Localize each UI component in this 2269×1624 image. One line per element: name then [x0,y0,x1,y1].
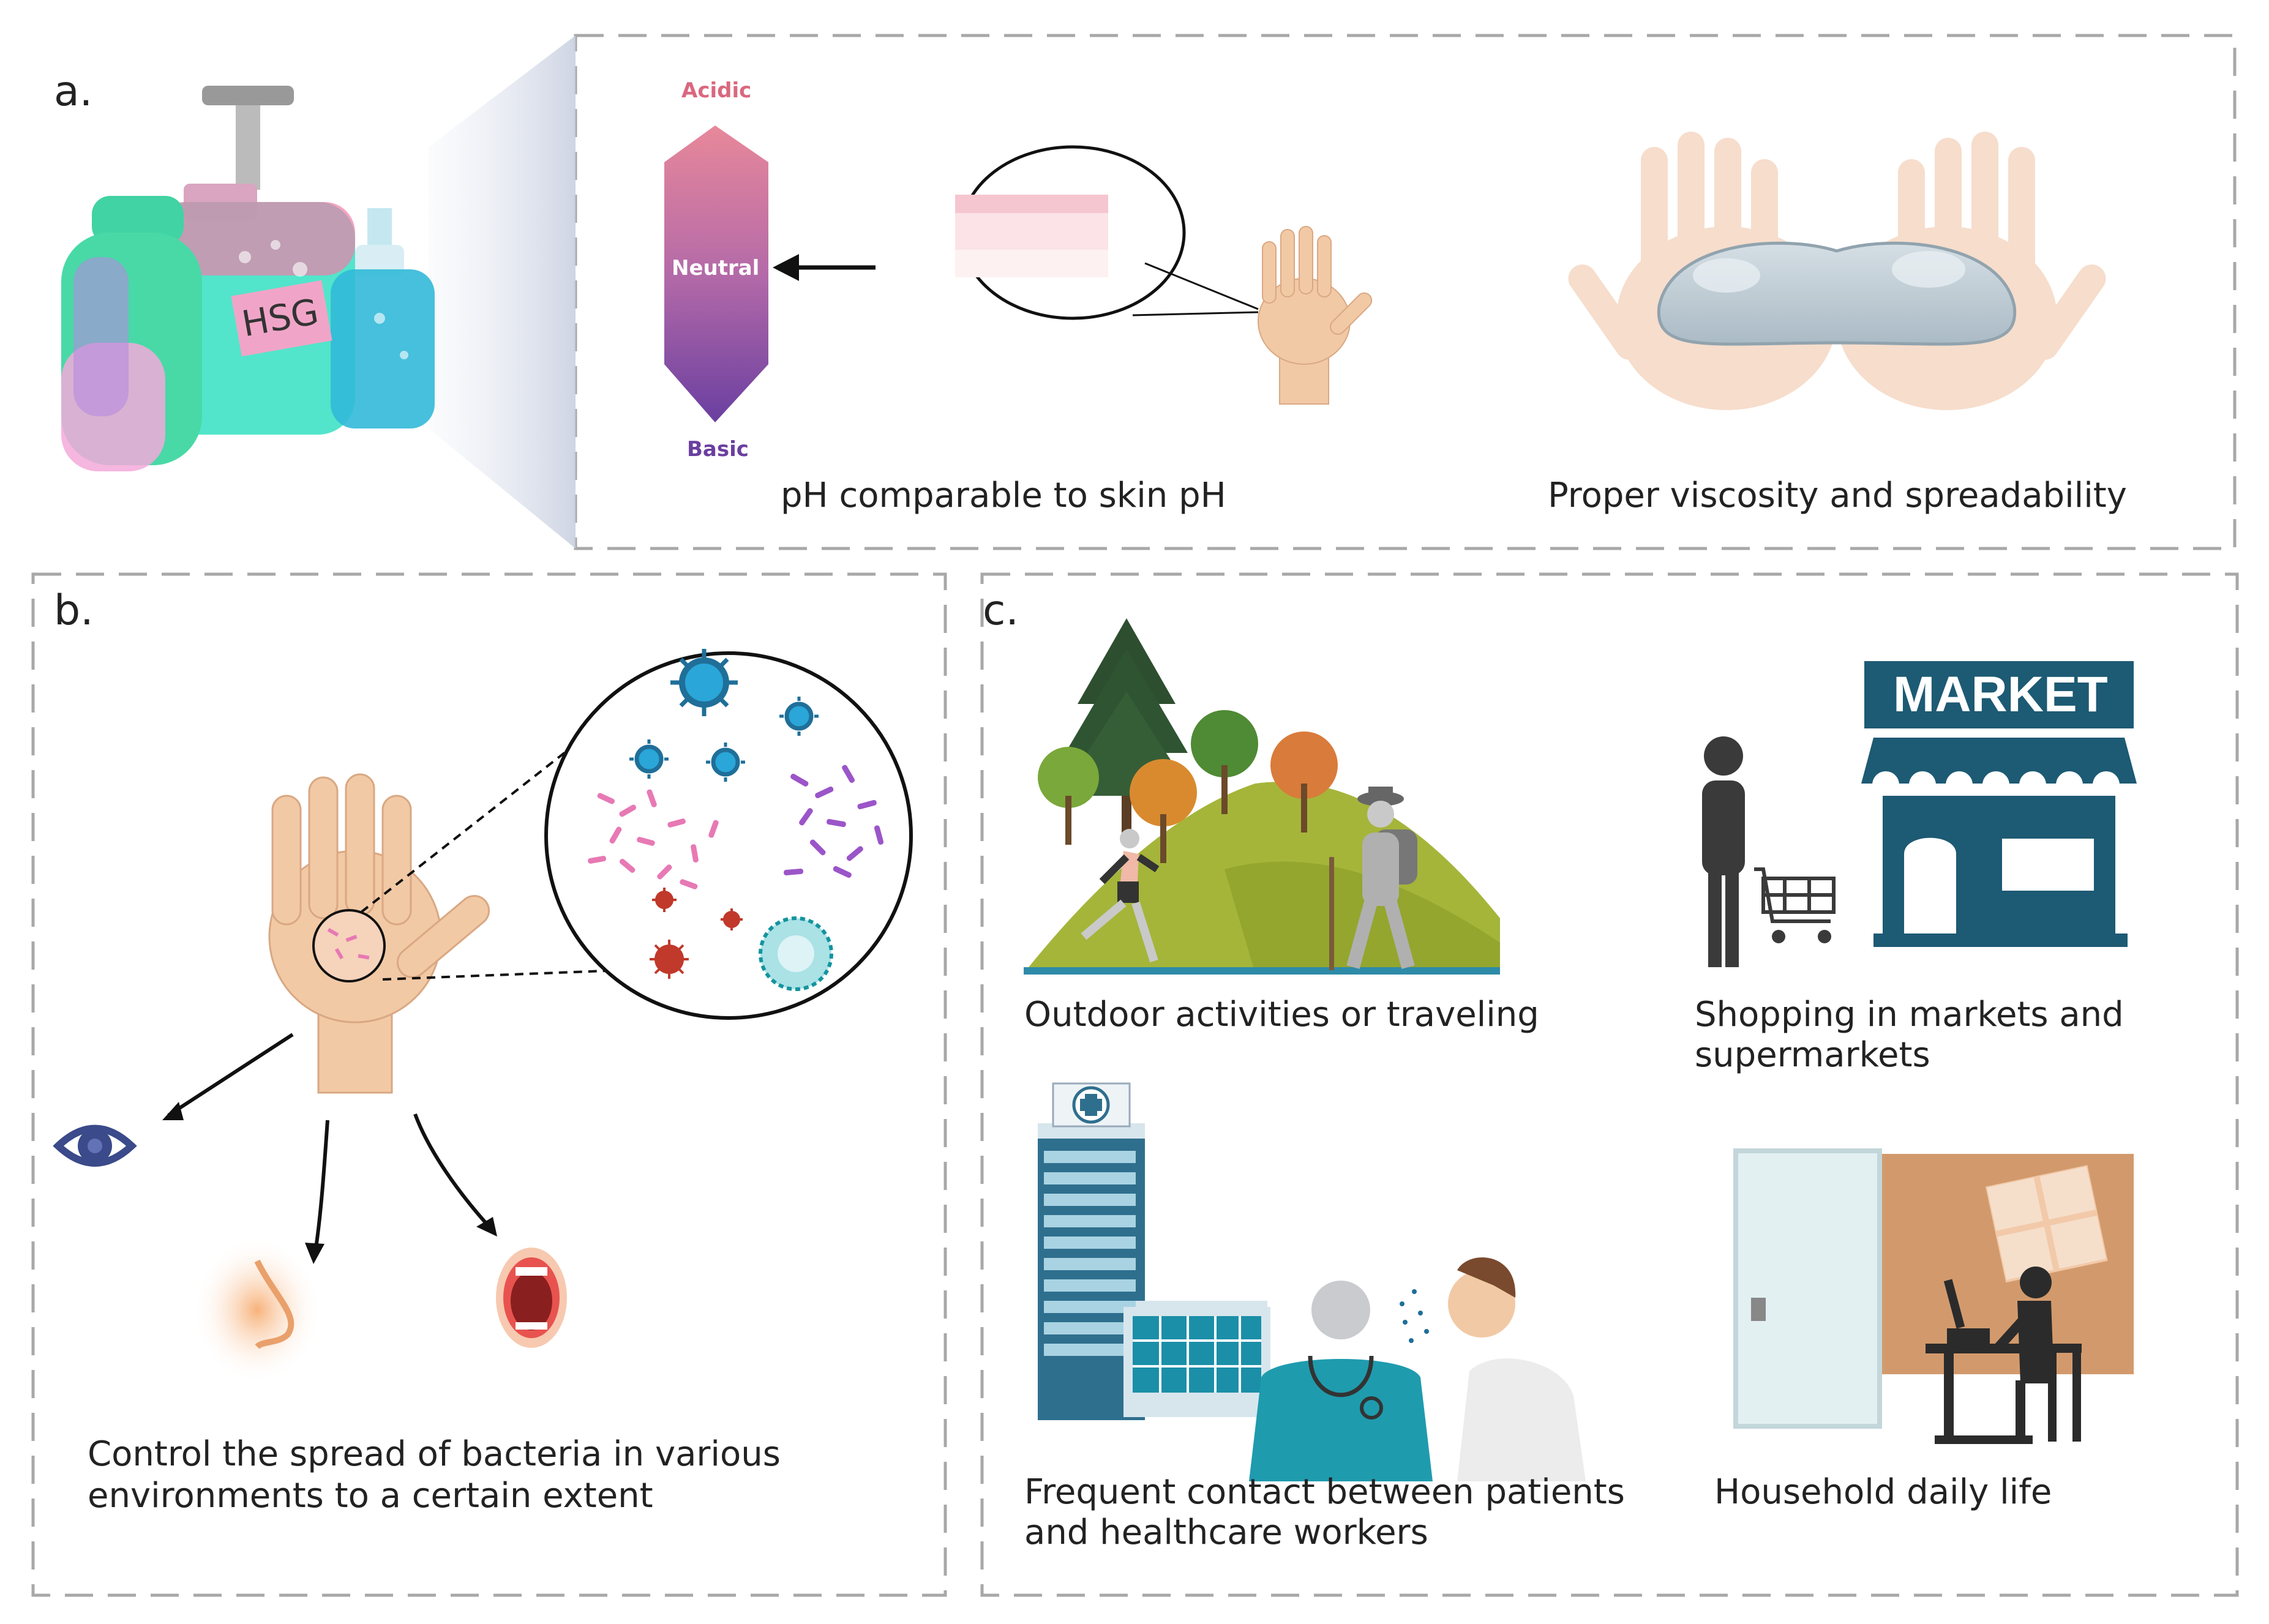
market-scene [1702,661,2137,967]
caption-outdoor: Outdoor activities or traveling [1024,995,1539,1035]
arrow-to-nose [313,1120,329,1252]
caption-bacteria-line2: environments to a certain extent [88,1476,653,1516]
nose-icon [193,1237,321,1383]
red-viruses [650,888,743,979]
panel-a-letter: a. [54,67,93,116]
market-sign-text: MARKET [1893,667,2108,722]
palm-zoom-circle [312,909,386,982]
panel-b-frame [31,572,947,1597]
outdoor-scene [1024,618,1500,975]
blue-virus-1 [670,649,738,716]
pink-bacteria [588,789,719,889]
microbe-zoom-circle [544,651,913,1020]
hands-with-gel [1568,132,2106,410]
caption-shopping-line1: Shopping in markets and [1695,995,2124,1035]
caption-bacteria-line1: Control the spread of bacteria in variou… [88,1434,781,1474]
blue-virus-2 [779,697,819,736]
mouth-icon [496,1248,567,1348]
panel-c-letter: c. [983,586,1019,635]
eye-icon [53,1124,137,1167]
caption-ph: pH comparable to skin pH [781,476,1226,515]
caption-household: Household daily life [1714,1472,2052,1512]
blue-virus-4 [706,743,745,782]
zoom-beam [429,36,576,548]
blue-virus-3 [629,739,669,779]
household-scene [1733,1148,2134,1444]
ph-basic-label: Basic [687,437,749,462]
panel-c-frame [980,572,2239,1597]
ph-neutral-label: Neutral [672,256,760,280]
caption-hospital-line1: Frequent contact between patients [1024,1472,1625,1512]
teal-virus [759,916,833,991]
hsg-bottles [61,86,435,471]
market-sign-board [1864,661,2134,728]
panel-b-letter: b. [54,586,94,635]
caption-hospital-line2: and healthcare workers [1024,1513,1428,1552]
caption-shopping-line2: supermarkets [1695,1035,1930,1075]
arrow-to-mouth [413,1113,492,1229]
hospital-scene [1038,1082,1586,1481]
caption-viscosity: Proper viscosity and spreadability [1548,476,2127,515]
small-hand [1258,226,1373,405]
arrow-to-eye [167,1033,294,1117]
ph-scale-bar [664,125,768,422]
ph-acidic-label: Acidic [681,78,752,103]
purple-bacteria [784,765,884,878]
